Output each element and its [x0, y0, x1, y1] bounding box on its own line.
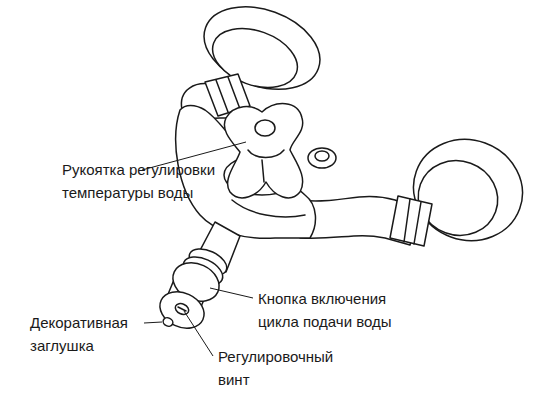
nut-facets — [216, 77, 240, 112]
body-lug — [308, 148, 336, 168]
part-label: Кнопка включения цикла подачи воды — [258, 287, 428, 333]
part-label: Рукоятка регулировки температуры воды — [62, 158, 222, 204]
adjusting-screw — [174, 302, 191, 317]
handle-cap — [255, 120, 275, 136]
leader-line — [184, 311, 213, 356]
part-label: Регулировочный винт — [218, 345, 368, 391]
screw-slot — [178, 307, 186, 311]
decorative-plug — [162, 316, 174, 327]
right-nut — [390, 196, 432, 246]
temperature-handle — [224, 104, 302, 198]
lug-hole — [315, 151, 329, 161]
handle-ridges — [248, 150, 284, 182]
button-face — [154, 285, 210, 335]
nut-facets — [404, 199, 421, 244]
body-edge — [232, 200, 305, 217]
leader-line — [144, 322, 162, 323]
part-label: Декоративная заглушка — [30, 311, 160, 357]
leader-line — [210, 288, 253, 298]
